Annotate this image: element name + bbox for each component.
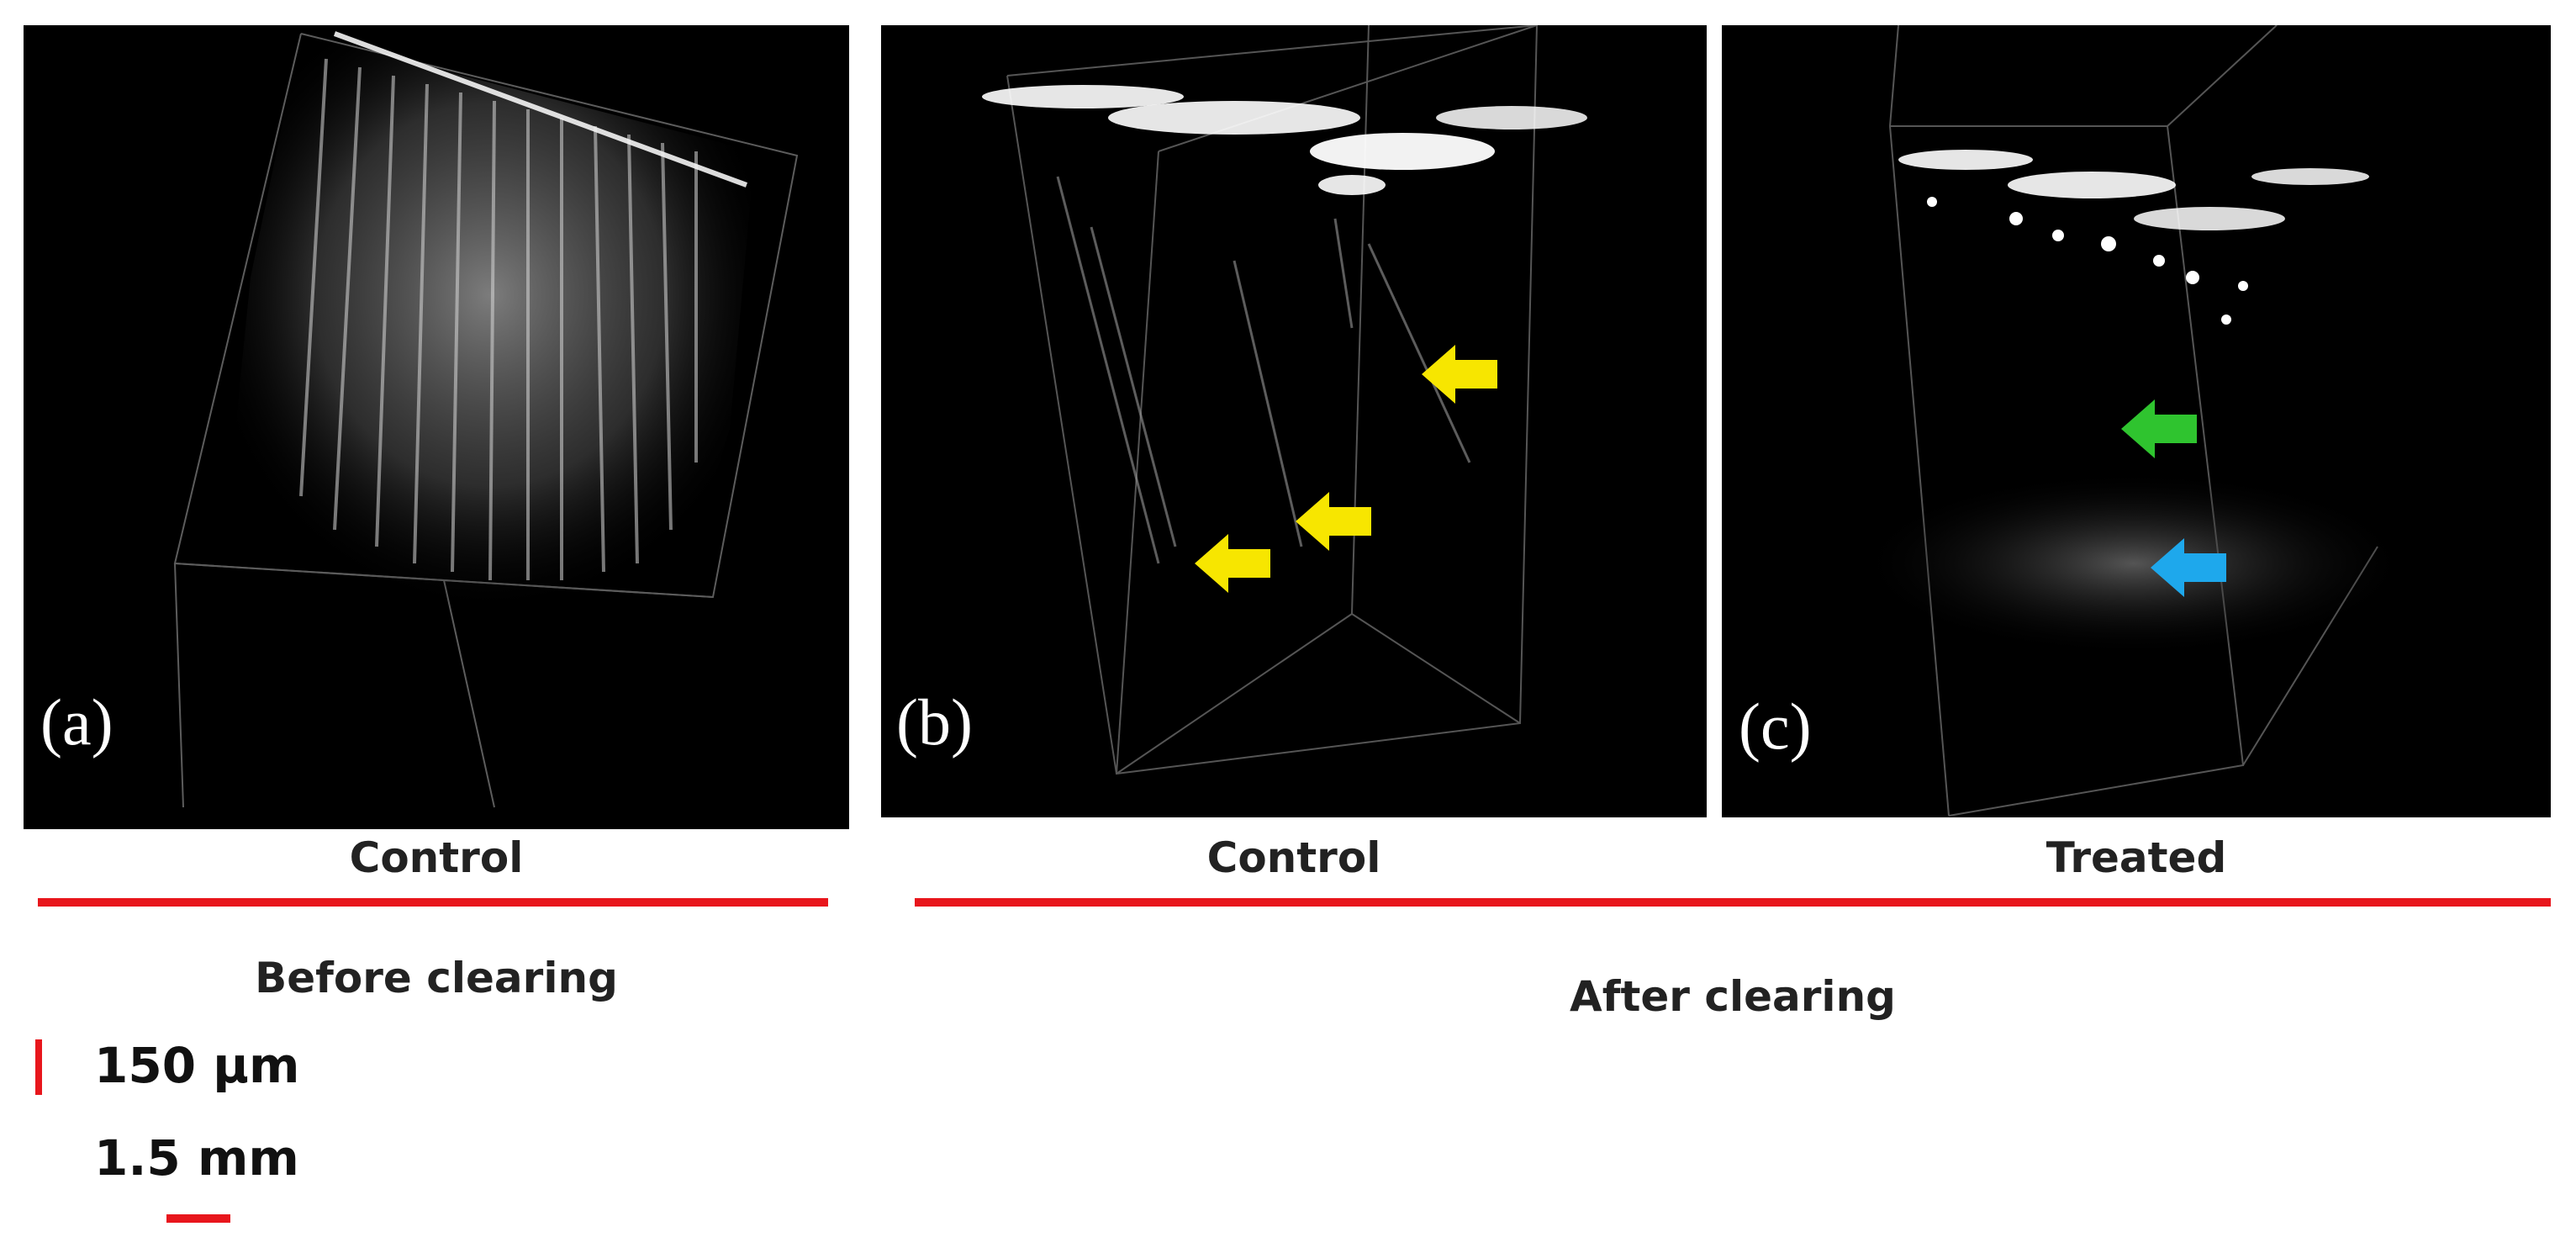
- panel-c-caption: Treated: [2045, 833, 2227, 882]
- panel-c-surface-layer: [1898, 150, 2369, 325]
- panel-a-volume-render: [173, 31, 799, 808]
- after-clearing-label: After clearing: [1570, 972, 1896, 1021]
- yellow-arrow-icon: [1422, 345, 1497, 404]
- horizontal-scale-label: 1.5 mm: [94, 1129, 299, 1187]
- green-arrow-icon: [2121, 399, 2197, 458]
- panel-a-fibers: [299, 58, 698, 581]
- yellow-arrow-icon: [1195, 534, 1270, 593]
- before-clearing-divider: [38, 898, 828, 907]
- panel-a-caption: Control: [349, 833, 524, 882]
- panel-a-tissue: [225, 34, 755, 614]
- panel-c-label: (c): [1739, 690, 1812, 763]
- panel-b-surface-layer: [982, 85, 1587, 195]
- after-clearing-divider: [915, 898, 2551, 907]
- panel-c-volume-render: [1856, 25, 2411, 817]
- panel-c-image: (c): [1722, 25, 2551, 817]
- panel-b-image: (b): [881, 25, 1707, 817]
- panel-b-vessels: [1056, 176, 1471, 564]
- panel-a-image: (a): [24, 25, 849, 829]
- blue-arrow-icon: [2151, 538, 2226, 597]
- yellow-arrow-icon: [1296, 492, 1371, 551]
- panel-b-caption: Control: [1206, 833, 1381, 882]
- horizontal-scale-bar: [166, 1214, 230, 1223]
- vertical-scale-label: 150 μm: [94, 1037, 300, 1094]
- before-clearing-label: Before clearing: [255, 954, 618, 1002]
- panel-b-volume-render: [982, 25, 1587, 775]
- panel-b-label: (b): [896, 685, 973, 759]
- panel-a-label: (a): [40, 685, 113, 759]
- panel-c-tissue-band: [1856, 471, 2411, 656]
- vertical-scale-bar: [35, 1039, 42, 1095]
